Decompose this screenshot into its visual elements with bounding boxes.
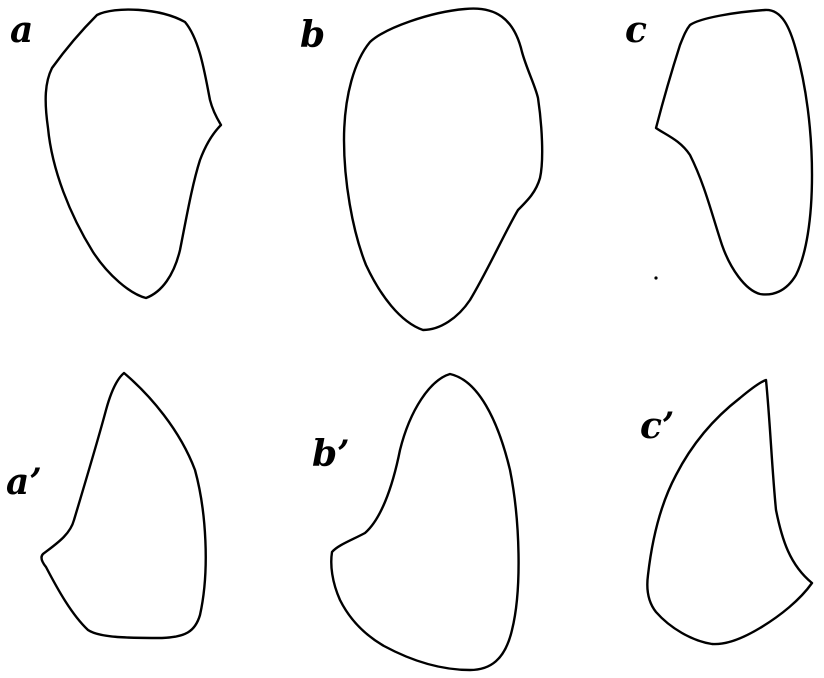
label-c-prime: c’ (640, 405, 674, 447)
label-b-prime: b’ (312, 433, 350, 475)
outline-c (656, 10, 812, 295)
outline-a-prime (42, 373, 206, 638)
label-b: b (300, 14, 325, 56)
outline-b (344, 9, 542, 330)
label-c: c (625, 9, 647, 51)
outline-b-prime (331, 374, 518, 670)
speck-mark (654, 276, 657, 279)
outline-a (46, 10, 221, 298)
label-a: a (10, 9, 33, 51)
label-a-prime: a’ (6, 461, 42, 503)
